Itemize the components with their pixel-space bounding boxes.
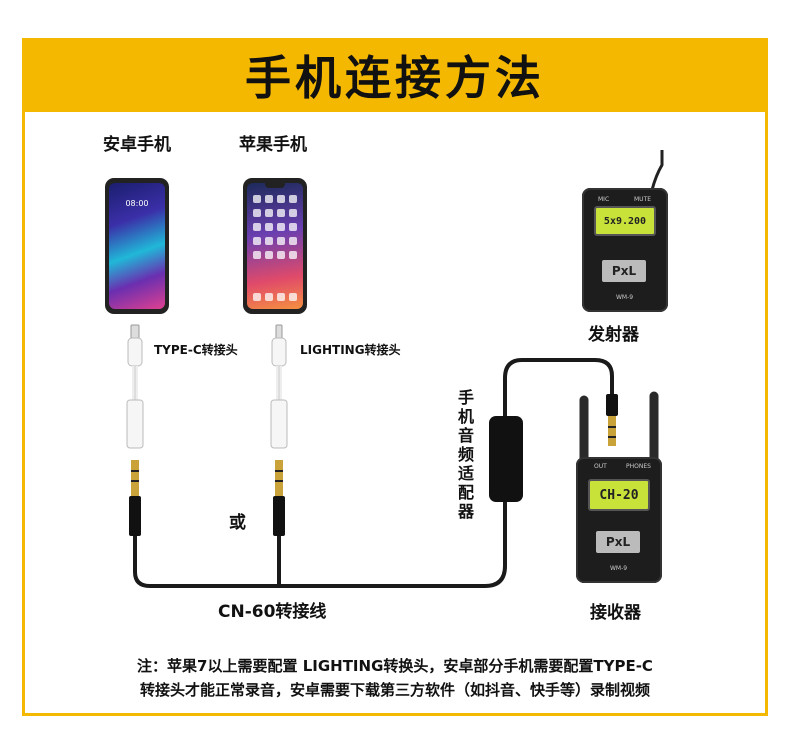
app-grid-icon (253, 195, 297, 301)
receiver-label: 接收器 (590, 603, 641, 623)
android-clock: 08:00 (125, 199, 149, 208)
transmitter-lcd: 5x9.200 (594, 206, 656, 236)
transmitter-device: MIC MUTE 5x9.200 PxL WM-9 (582, 188, 668, 312)
transmitter-label: 发射器 (588, 325, 639, 345)
typec-adapter-label: TYPE-C转接头 (154, 343, 238, 357)
transmitter-model-text: WM-9 (616, 294, 634, 301)
receiver-lcd: CH-20 (588, 479, 650, 511)
iphone-notch (265, 183, 285, 188)
iphone (243, 178, 307, 314)
receiver-logo: PxL (596, 531, 640, 553)
receiver-out-text: OUT (594, 463, 607, 470)
audio-adapter-label: 手机音频适配器 (457, 388, 474, 521)
title-banner: 手机连接方法 (22, 38, 768, 112)
android-phone-label: 安卓手机 (103, 135, 171, 155)
receiver-phones-text: PHONES (626, 463, 651, 470)
transmitter-mic-text: MIC (598, 196, 610, 203)
note-line-2: 转接头才能正常录音，安卓需要下载第三方软件（如抖音、快手等）录制视频 (139, 681, 650, 699)
apple-phone-label: 苹果手机 (239, 135, 307, 155)
transmitter-mute-text: MUTE (634, 196, 652, 203)
receiver-device: OUT PHONES CH-20 PxL WM-9 (576, 457, 662, 583)
or-label: 或 (229, 513, 246, 533)
note-line-1: 注：苹果7以上需要配置 LIGHTING转换头，安卓部分手机需要配置TYPE-C (137, 657, 653, 675)
page-title: 手机连接方法 (245, 51, 545, 105)
iphone-screen (247, 183, 303, 309)
cable-label: CN-60转接线 (218, 602, 327, 622)
transmitter-logo: PxL (602, 260, 646, 282)
android-screen: 08:00 (109, 183, 165, 309)
receiver-model-text: WM-9 (610, 565, 628, 572)
lighting-adapter-label: LIGHTING转接头 (300, 343, 401, 357)
android-phone: 08:00 (105, 178, 169, 314)
